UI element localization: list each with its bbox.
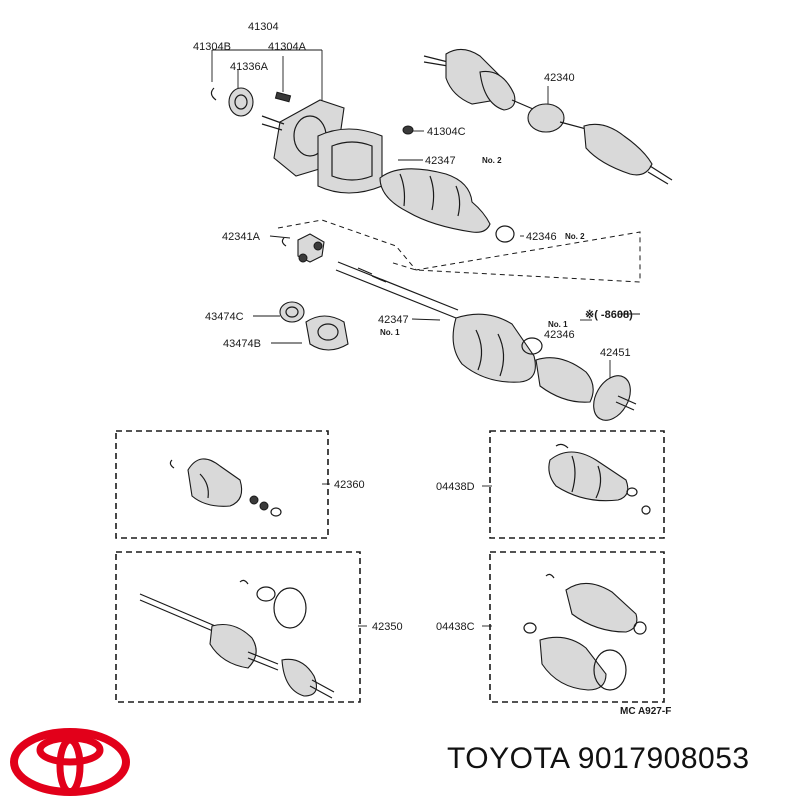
label-43474c: 43474C [205,311,244,323]
boot-42347-no2 [379,168,491,233]
kit-box-42350 [115,551,361,703]
label-42347-no2: 42347 [425,155,456,167]
label-42346-no1: 42346 [544,329,575,341]
inner-shaft-with-boot [335,261,637,421]
label-no2-lower: No. 2 [565,232,585,241]
label-42451: 42451 [600,347,631,359]
tripod-42341a [281,233,325,263]
label-41304b: 41304B [193,41,231,53]
label-no2-upper: No. 2 [482,156,502,165]
ring-42451 [593,375,631,421]
label-04438d: 04438D [436,481,475,493]
ring-43474c [279,301,305,323]
clamp-42346-no1 [521,337,543,355]
boot-42347-no1 [452,313,536,383]
label-no1-left: No. 1 [380,328,400,337]
label-42347-no1: 42347 [378,314,409,326]
brand-part-number: TOYOTA 9017908053 [447,742,750,775]
snap-ring-41304b [210,87,217,101]
seal-41336a [228,87,254,117]
nut-41304c [402,125,414,135]
kit-04438d-parts [548,443,651,515]
label-42350: 42350 [372,621,403,633]
label-41336a: 41336A [230,61,269,73]
label-42340: 42340 [544,72,575,84]
label-43474b: 43474B [223,338,261,350]
kit-box-42360 [115,430,329,539]
label-42341a: 42341A [222,231,261,243]
group-bracket-42341a [277,219,641,283]
label-figure-code: MC A927-F [620,706,671,717]
label-42346-no2: 42346 [526,231,557,243]
kit-42350-parts [139,579,335,699]
toyota-logo-icon [10,728,130,796]
kit-box-04438c [489,551,665,703]
bolt-41304a [274,91,292,103]
kit-04438c-parts [523,573,647,691]
label-41304c: 41304C [427,126,466,138]
leader-lines [211,49,611,627]
label-42360: 42360 [334,479,365,491]
clamp-42346-no2 [495,225,515,243]
label-41304a: 41304A [268,41,307,53]
label-no1-right: No. 1 [548,320,568,329]
label-41304: 41304 [248,21,279,33]
label-range-note: ※( -8608) [585,309,633,321]
damper-43474b [305,315,349,351]
kit-42360-parts [169,458,282,517]
outer-joint-assembly [210,87,515,243]
label-04438c: 04438C [436,621,475,633]
drive-shaft-42340 [423,48,673,185]
